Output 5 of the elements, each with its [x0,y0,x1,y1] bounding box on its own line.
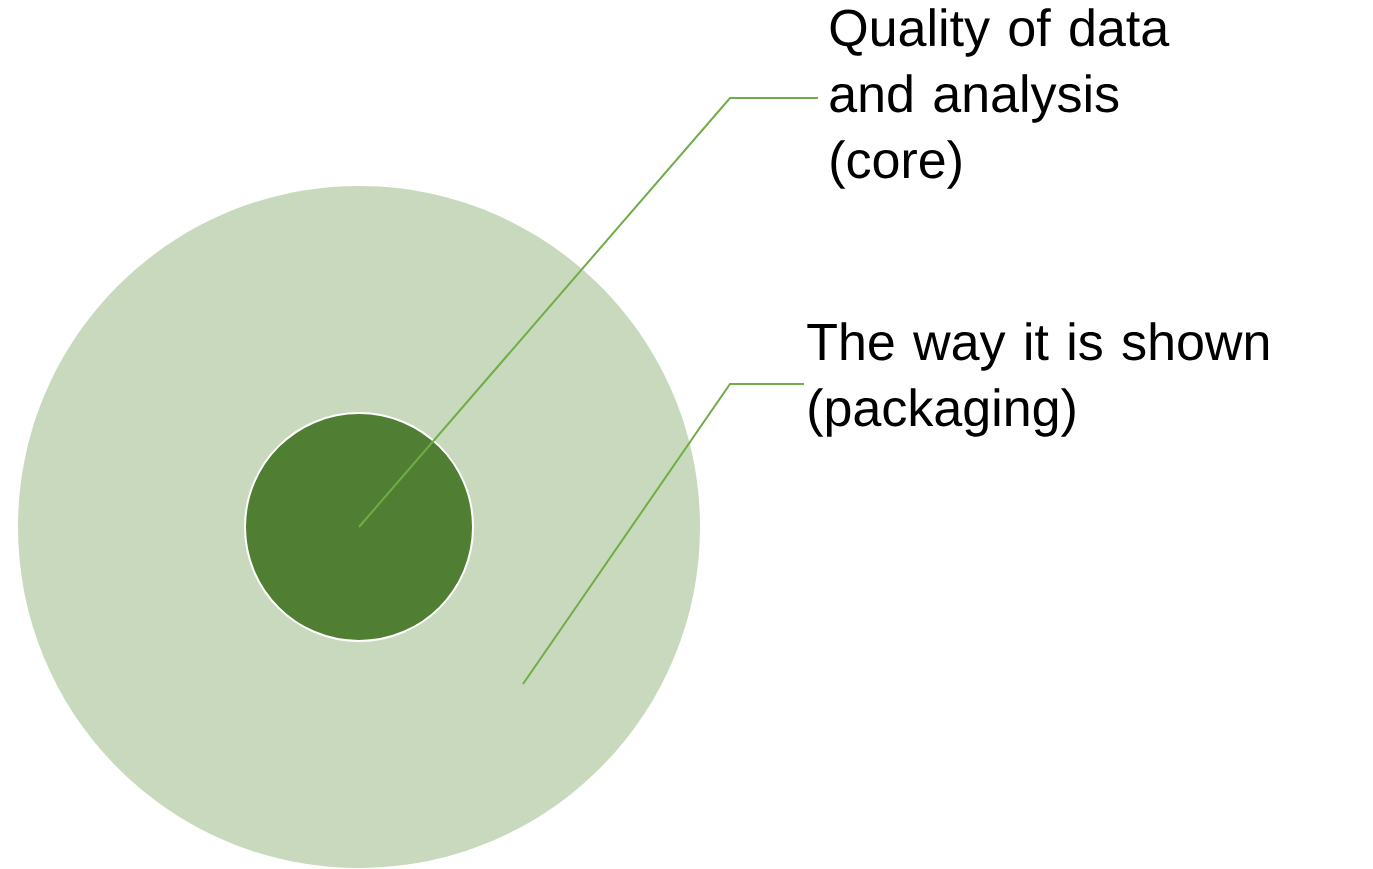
callout-text: The way it is shown (packaging) [807,322,1269,437]
leader-line [522,383,805,685]
callout-text: Quality of data and analysis (core) [830,8,1170,189]
inner-circle [244,412,474,642]
leader-line [358,97,819,528]
